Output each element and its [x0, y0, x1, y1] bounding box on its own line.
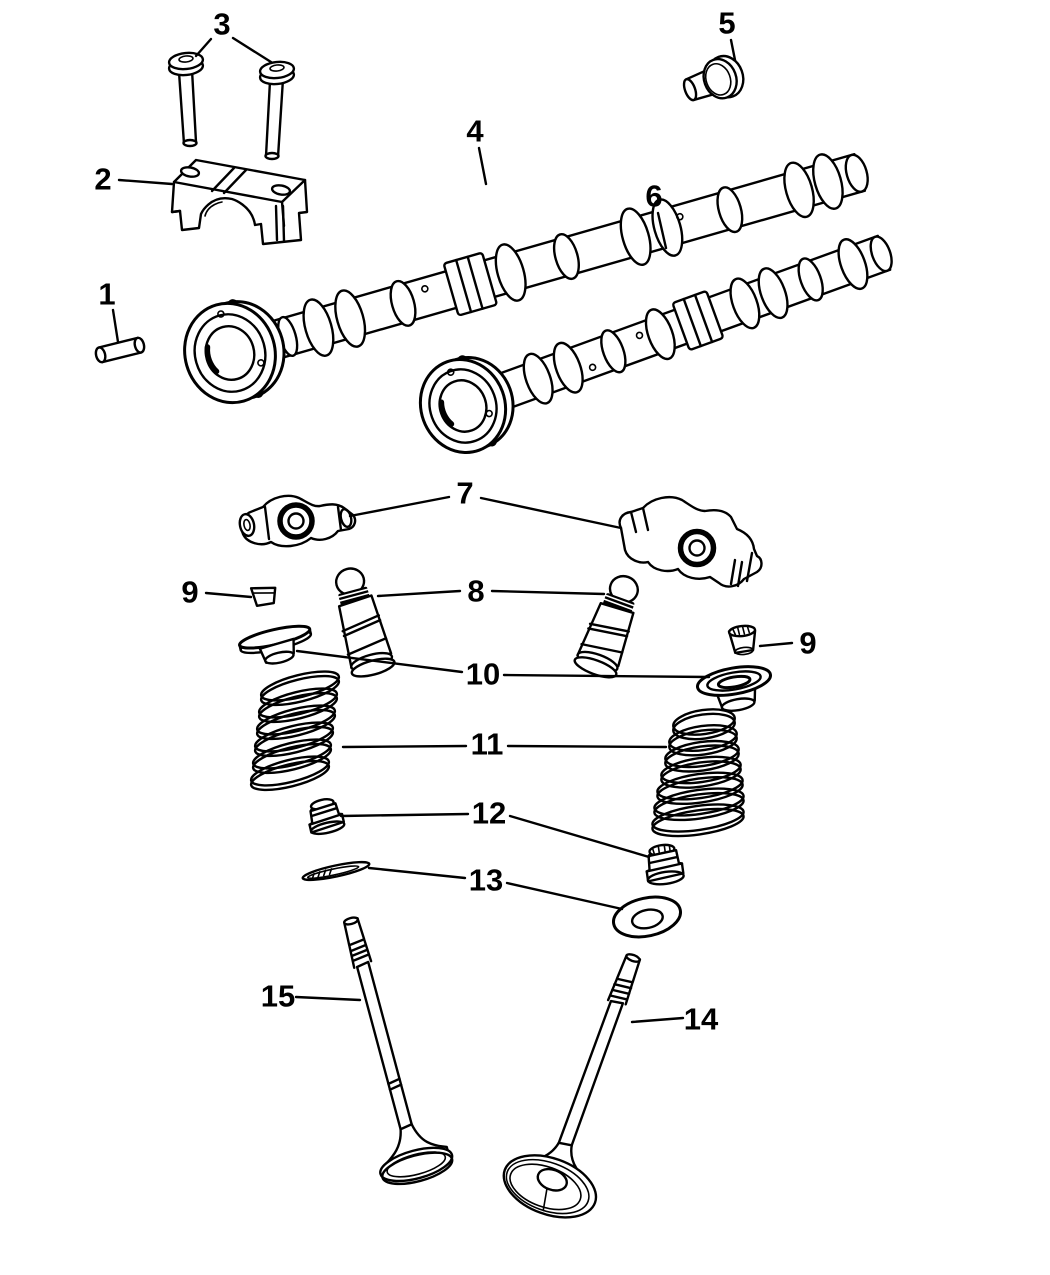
- callout-label-lash-adjusters: 8: [467, 574, 484, 609]
- leader-line-dowel-pin: [111, 308, 120, 344]
- bearing-cap: [170, 158, 309, 246]
- leader-line-valve-stem-seals: [508, 814, 651, 859]
- callout-label-cap-bolts: 3: [213, 7, 230, 42]
- valve-exhaust: [342, 916, 454, 1186]
- stem-seal-right: [645, 843, 685, 886]
- rocker-arm-right: [618, 496, 763, 588]
- spring-seat-right: [695, 665, 773, 712]
- leader-line-rocker-arms: [479, 496, 623, 530]
- leader-line-rocker-arms: [348, 495, 451, 518]
- cap-bolt-right: [258, 60, 296, 161]
- leader-line-valve-lock-left: [204, 591, 253, 599]
- leader-line-camshaft-lower: [656, 211, 668, 250]
- valve-lock-right: [727, 624, 757, 656]
- spring-seat-left: [238, 624, 313, 665]
- callout-label-shim-washer: 13: [469, 863, 503, 898]
- leader-line-spring-seats: [295, 649, 464, 674]
- callout-label-bearing-cap: 2: [94, 162, 111, 197]
- callout-label-cup-plug: 5: [718, 6, 735, 41]
- leader-line-lash-adjusters: [490, 589, 606, 596]
- lash-adjuster-right: [573, 574, 639, 679]
- leader-line-shim-washer: [367, 866, 467, 880]
- shim-left: [301, 860, 371, 882]
- callout-label-valve-springs: 11: [471, 727, 504, 762]
- leader-line-cap-bolts: [231, 36, 273, 64]
- leader-line-camshaft-upper: [477, 146, 488, 186]
- rocker-arm-left: [238, 494, 357, 548]
- leader-line-cup-plug: [729, 38, 737, 62]
- leader-line-valve-lock-right: [758, 641, 794, 648]
- callout-label-camshaft-upper: 4: [466, 114, 484, 149]
- callout-label-spring-seats: 10: [466, 657, 500, 692]
- leader-line-shim-washer: [505, 881, 624, 911]
- leader-line-valve-exhaust: [294, 995, 362, 1002]
- callout-label-camshaft-lower: 6: [645, 179, 662, 214]
- callout-label-valve-intake: 14: [684, 1002, 719, 1037]
- camshaft-lower: [418, 234, 893, 454]
- leader-line-bearing-cap: [117, 178, 174, 186]
- valve-intake: [502, 953, 642, 1219]
- washer-right: [612, 895, 682, 939]
- leader-line-valve-springs: [341, 744, 468, 749]
- callout-label-dowel-pin: 1: [98, 277, 115, 312]
- leader-line-cap-bolts: [194, 37, 213, 58]
- camshaft-upper: [183, 152, 869, 405]
- cup-plug: [682, 54, 745, 102]
- callout-label-rocker-arms: 7: [456, 476, 473, 511]
- leader-line-valve-springs: [506, 744, 668, 749]
- callout-label-valve-lock-left: 9: [181, 575, 198, 610]
- valve-lock-left: [249, 586, 277, 607]
- leader-line-valve-intake: [630, 1016, 685, 1024]
- dowel-pin: [94, 336, 146, 364]
- leader-line-lash-adjusters: [376, 589, 462, 598]
- valve-spring-left: [249, 670, 341, 792]
- valve-spring-right: [651, 708, 745, 838]
- leader-line-valve-stem-seals: [339, 812, 470, 818]
- cap-bolt-left: [167, 51, 205, 148]
- leader-line-spring-seats: [502, 673, 711, 679]
- lash-adjuster-left: [334, 567, 396, 678]
- callout-label-valve-stem-seals: 12: [472, 796, 506, 831]
- callout-label-valve-lock-right: 9: [799, 626, 816, 661]
- callout-label-valve-exhaust: 15: [261, 979, 295, 1014]
- stem-seal-left: [308, 798, 346, 836]
